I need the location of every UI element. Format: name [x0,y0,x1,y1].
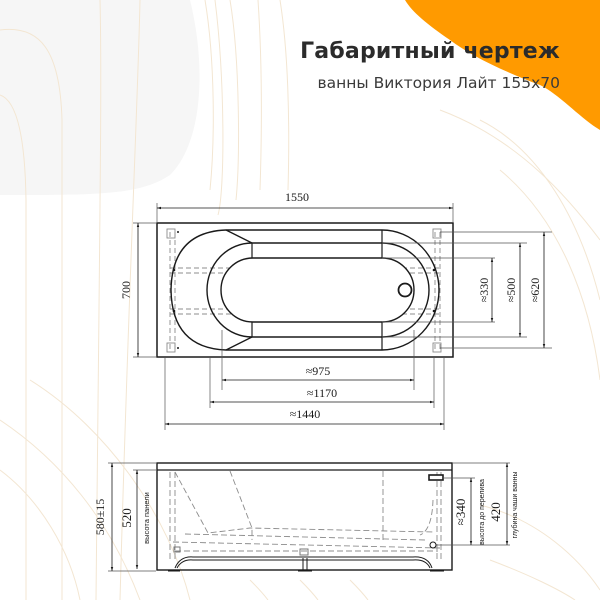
dim-overflow-height: ≈340 [453,499,468,526]
bowl-outer-rim [170,229,440,351]
bowl-profile-hidden [169,470,442,560]
overflow-marker [428,474,444,481]
dim-overall-length: 1550 [285,190,309,204]
dim-inner-length-1170: ≈1170 [307,386,337,400]
gray-blob [0,0,200,195]
label-overflow-height: высота до перелива [479,479,486,545]
dim-width-620: ≈620 [528,278,542,303]
title-block: Габаритный чертеж ванны Виктория Лайт 15… [300,38,560,94]
extension-lines-side [108,462,510,572]
top-view: 1550 700 ≈975 ≈1170 ≈1440 ≈330 ≈500 ≈620 [119,190,552,430]
page-title: Габаритный чертеж [300,39,560,64]
bowl-chamfer [225,229,253,351]
frame-legs [166,228,442,353]
bathtub-outline-side [156,462,453,571]
dim-inner-length-975: ≈975 [306,364,331,378]
side-view: 580±15 520 высота панели ≈340 высота до … [93,462,519,572]
frame-legs-side [168,546,444,572]
bathtub-outline-top [156,222,454,358]
drain-hole [397,282,413,298]
dim-width-330: ≈330 [477,278,491,303]
overflow-drain [429,541,437,549]
dim-bowl-depth: 420 [488,502,503,522]
dim-total-height: 580±15 [93,499,107,536]
extension-lines [133,203,552,430]
dimension-lines-side [110,463,509,571]
orange-wave [405,0,600,130]
dim-width-500: ≈500 [504,278,518,303]
dim-panel-height: 520 [119,508,134,528]
dim-overall-width: 700 [119,281,133,299]
dimension-lines [136,206,546,426]
page-subtitle: ванны Виктория Лайт 155x70 [317,74,560,92]
bowl-bottom [220,257,415,323]
label-bowl-depth: глубина чаши ванны [511,472,519,539]
label-panel-height: высота панели [142,492,151,544]
dim-inner-length-1440: ≈1440 [290,407,321,421]
